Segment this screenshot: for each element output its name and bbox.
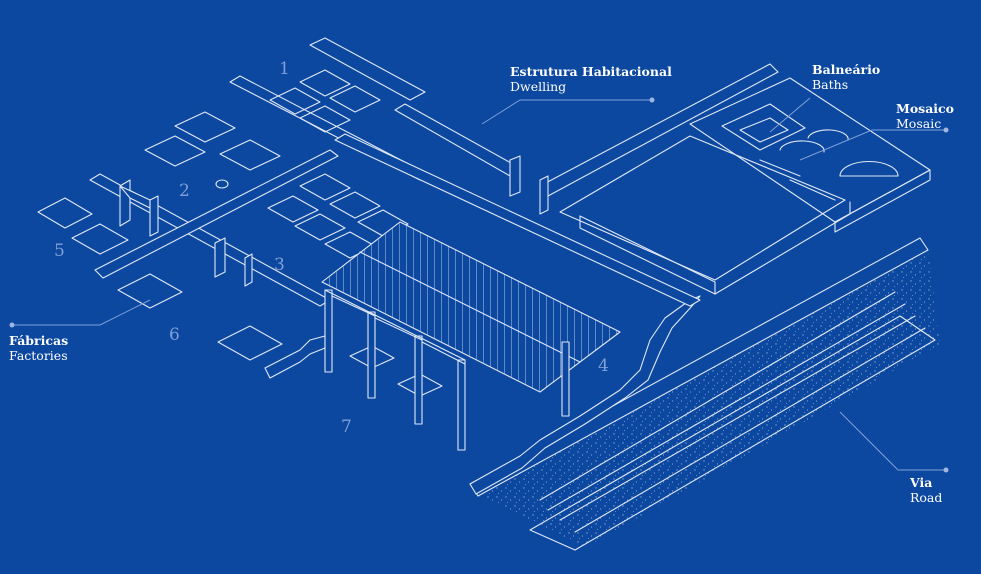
callout-lines [9,97,949,473]
label-factories-pt: Fábricas [9,333,69,348]
label-baths: Balneário Baths [812,62,880,92]
zone-number-6: 6 [169,325,180,345]
walls [89,37,779,379]
zone-number-1: 1 [279,59,290,79]
label-dwelling: Estrutura Habitacional Dwelling [510,64,672,94]
zone-number-7: 7 [341,417,352,437]
zone-number-4: 4 [598,356,609,376]
zone-number-2: 2 [179,181,190,201]
label-mosaic-en: Mosaic [896,116,942,131]
label-dwelling-pt: Estrutura Habitacional [510,64,672,79]
label-baths-en: Baths [812,77,849,92]
label-dwelling-en: Dwelling [510,79,567,94]
zone-number-5: 5 [54,241,65,261]
label-factories: Fábricas Factories [9,333,68,363]
baths [689,77,931,233]
vats [37,69,553,397]
road [469,237,940,551]
label-road-pt: Via [910,475,933,490]
label-baths-pt: Balneário [812,62,881,77]
label-road: Via Road [910,475,942,505]
label-factories-en: Factories [9,348,68,363]
label-mosaic-pt: Mosaico [896,101,955,116]
label-mosaic: Mosaico Mosaic [896,101,954,131]
roofed-shelter [321,221,621,451]
zone-number-3: 3 [274,255,285,275]
label-road-en: Road [910,490,943,505]
